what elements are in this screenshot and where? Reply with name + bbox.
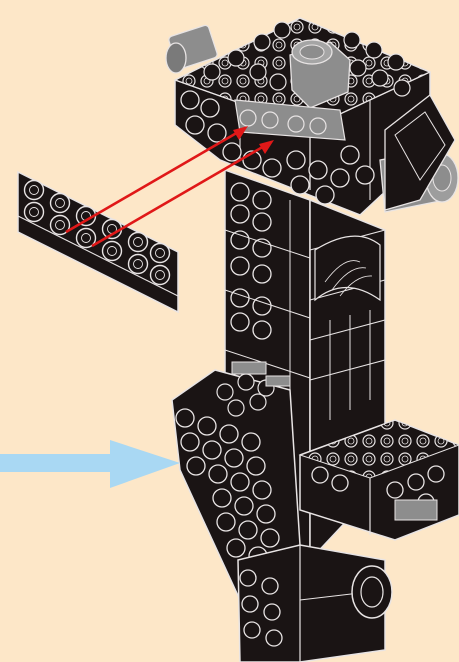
top-assembly [166,18,458,215]
blue-pointer-arrow-icon [0,440,180,488]
base-block [238,545,392,662]
brick-model [166,18,459,662]
technic-hole-base [352,566,392,618]
red-guide-line-1 [66,131,240,232]
